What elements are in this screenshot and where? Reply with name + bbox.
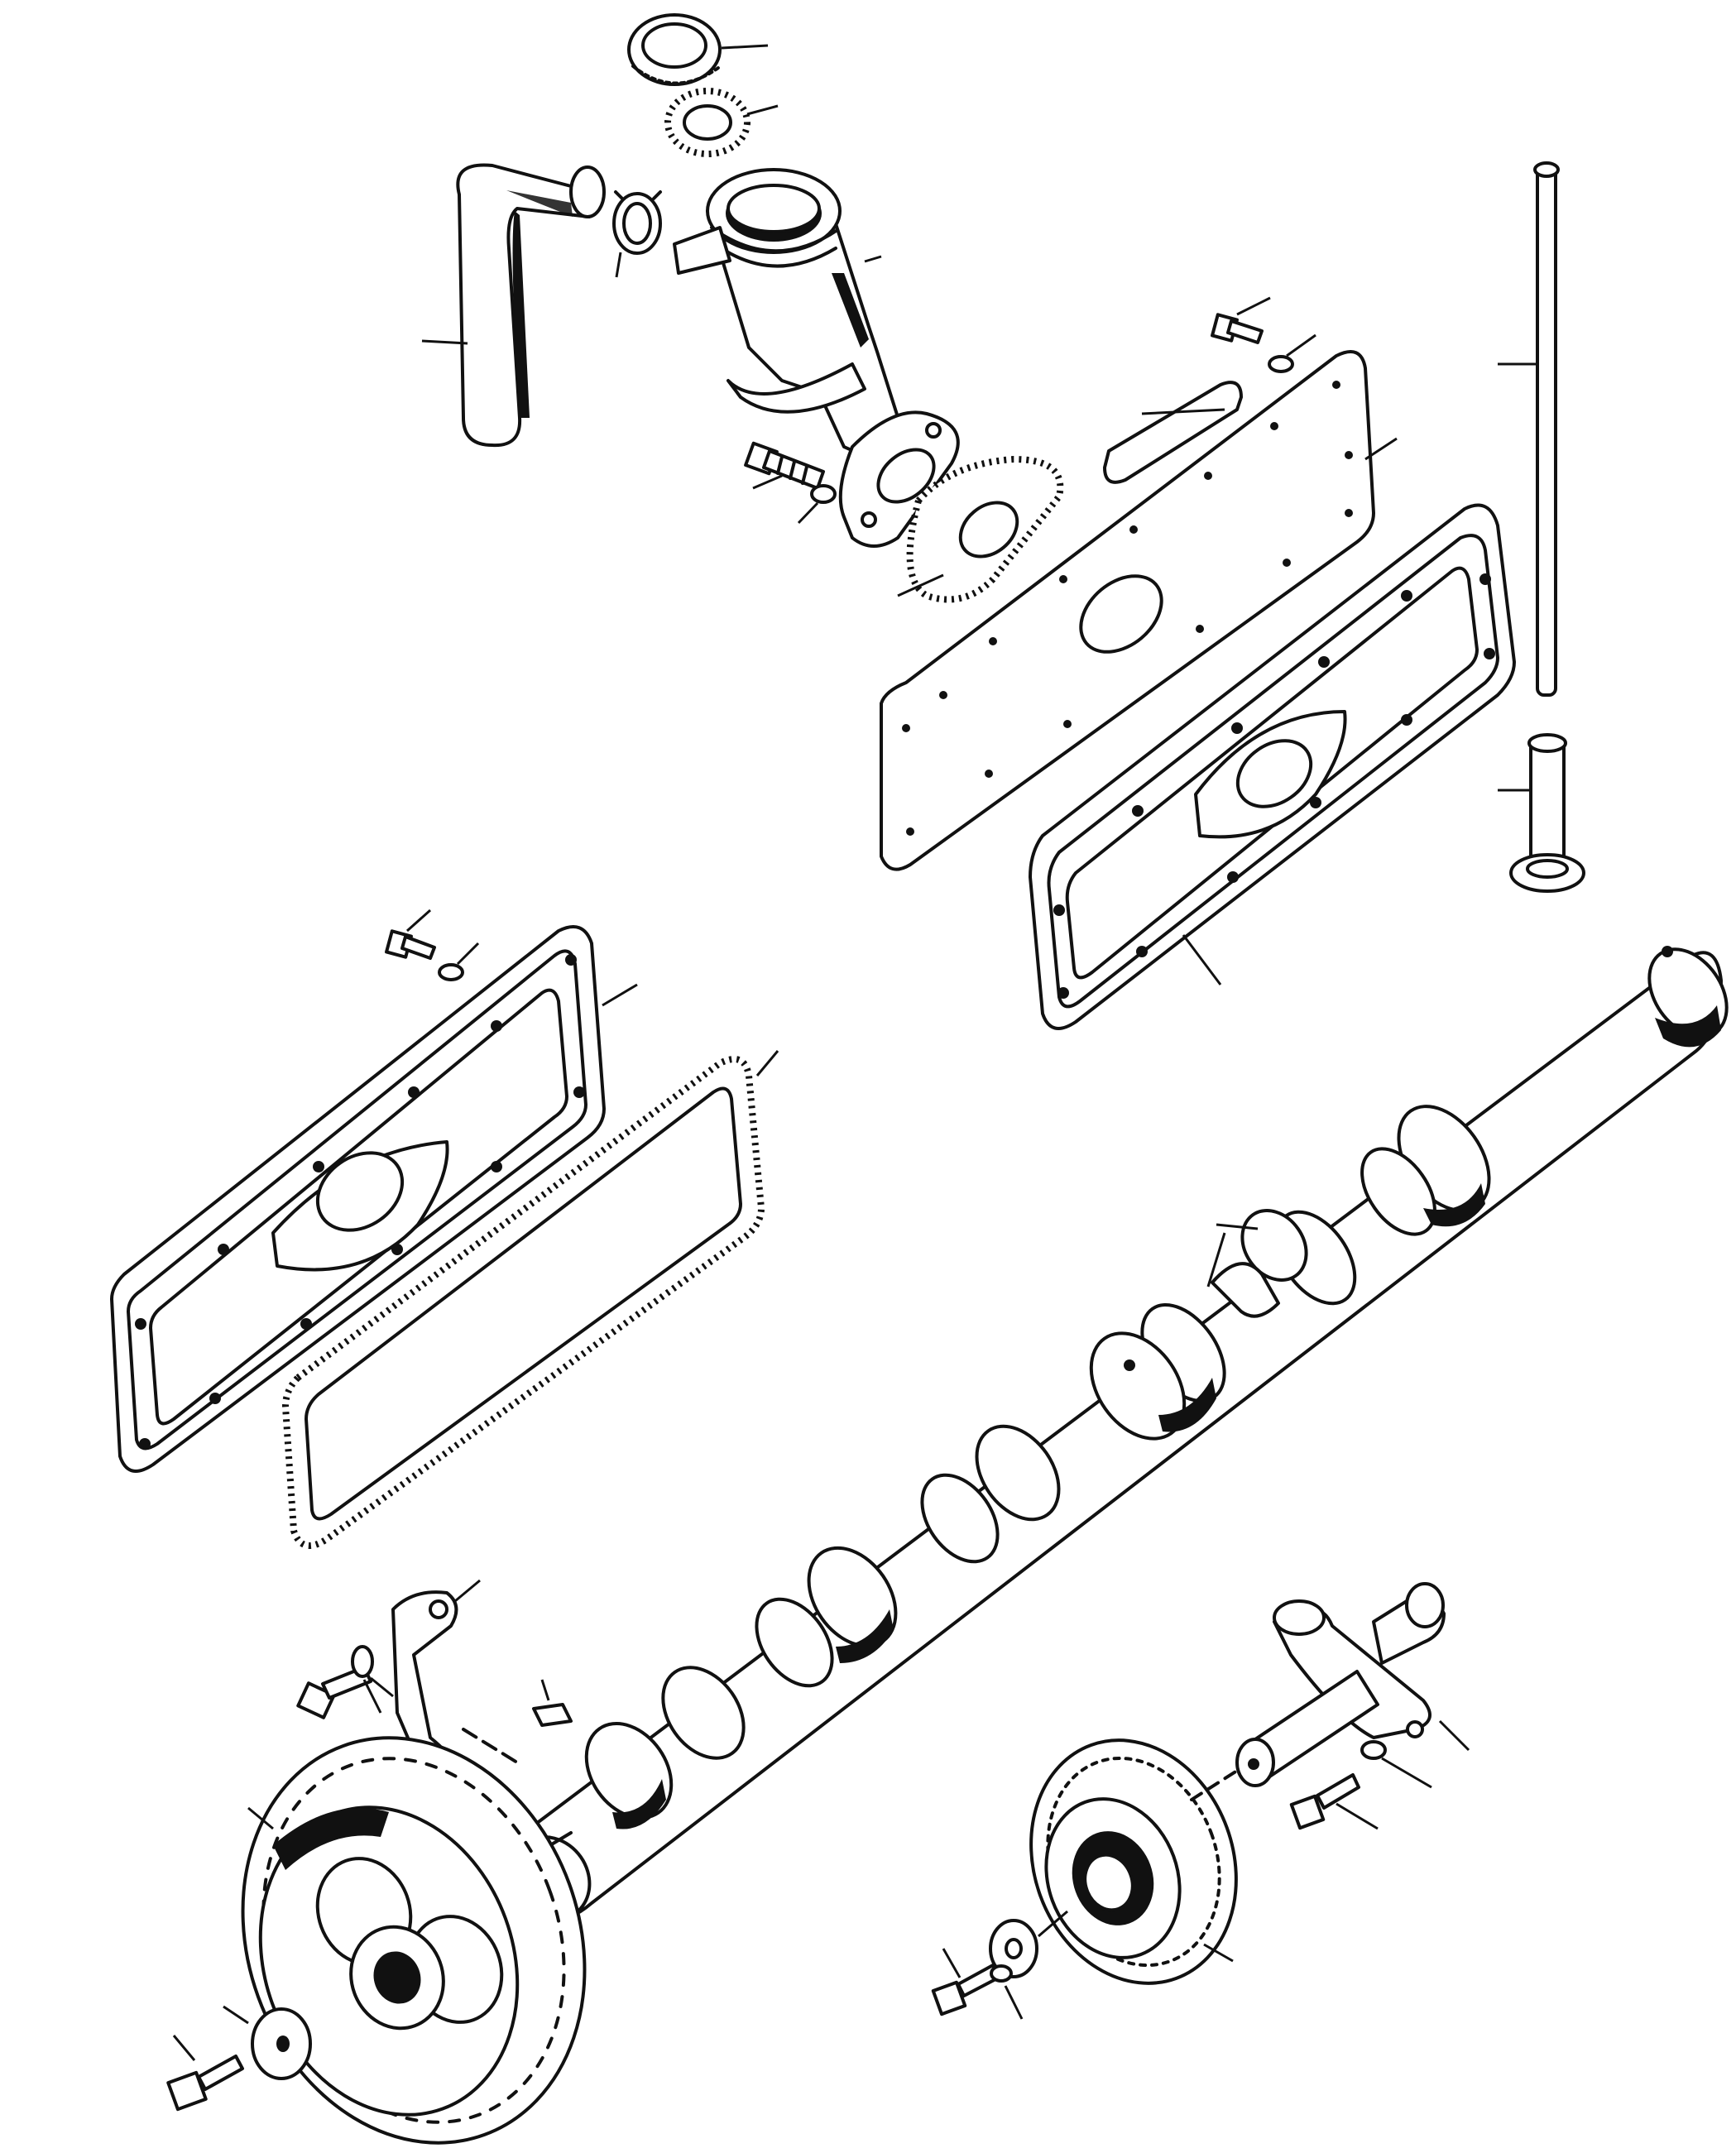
elbow-flange bbox=[838, 410, 960, 548]
filler-cap-seal bbox=[664, 88, 779, 157]
thrust-plate-screw bbox=[296, 1666, 394, 1719]
camshaft-gear-bolt bbox=[166, 2035, 244, 2112]
elbow-flange-bolt bbox=[744, 441, 825, 490]
camshaft-gear bbox=[241, 1736, 587, 2145]
idler-washer bbox=[989, 1910, 1068, 1978]
side-cover-bolt bbox=[385, 909, 436, 960]
breather-hose bbox=[421, 163, 606, 448]
side-cover-gasket-left bbox=[282, 1050, 779, 1549]
side-cover-washer bbox=[438, 942, 480, 981]
oil-filler-elbow bbox=[673, 168, 904, 454]
tappet-cover-gasket-right bbox=[1029, 503, 1516, 1030]
thrust-plate-washer bbox=[351, 1645, 382, 1714]
cover-plate-bolt bbox=[1211, 296, 1271, 344]
hose-clip bbox=[612, 190, 662, 278]
spindle-washer bbox=[1360, 1740, 1432, 1789]
filler-cap bbox=[627, 13, 769, 86]
idler-gear bbox=[1029, 1738, 1238, 1985]
idler-bolt bbox=[931, 1948, 1024, 2020]
elbow-flange-gasket bbox=[897, 456, 1064, 603]
cover-plate-washer bbox=[1268, 333, 1316, 373]
camshaft bbox=[495, 946, 1729, 1924]
camshaft-key bbox=[532, 1679, 573, 1727]
push-rod bbox=[1498, 161, 1560, 697]
idler-spindle bbox=[1235, 1582, 1470, 1787]
tappet-cover-plate bbox=[880, 350, 1398, 871]
tappet bbox=[1498, 733, 1585, 893]
reinforcing-strip bbox=[1103, 381, 1243, 484]
elbow-flange-washer bbox=[797, 484, 837, 525]
side-cover-left bbox=[110, 925, 638, 1473]
camshaft-gear-washer bbox=[223, 2005, 312, 2080]
spindle-bolt bbox=[1289, 1773, 1379, 1830]
